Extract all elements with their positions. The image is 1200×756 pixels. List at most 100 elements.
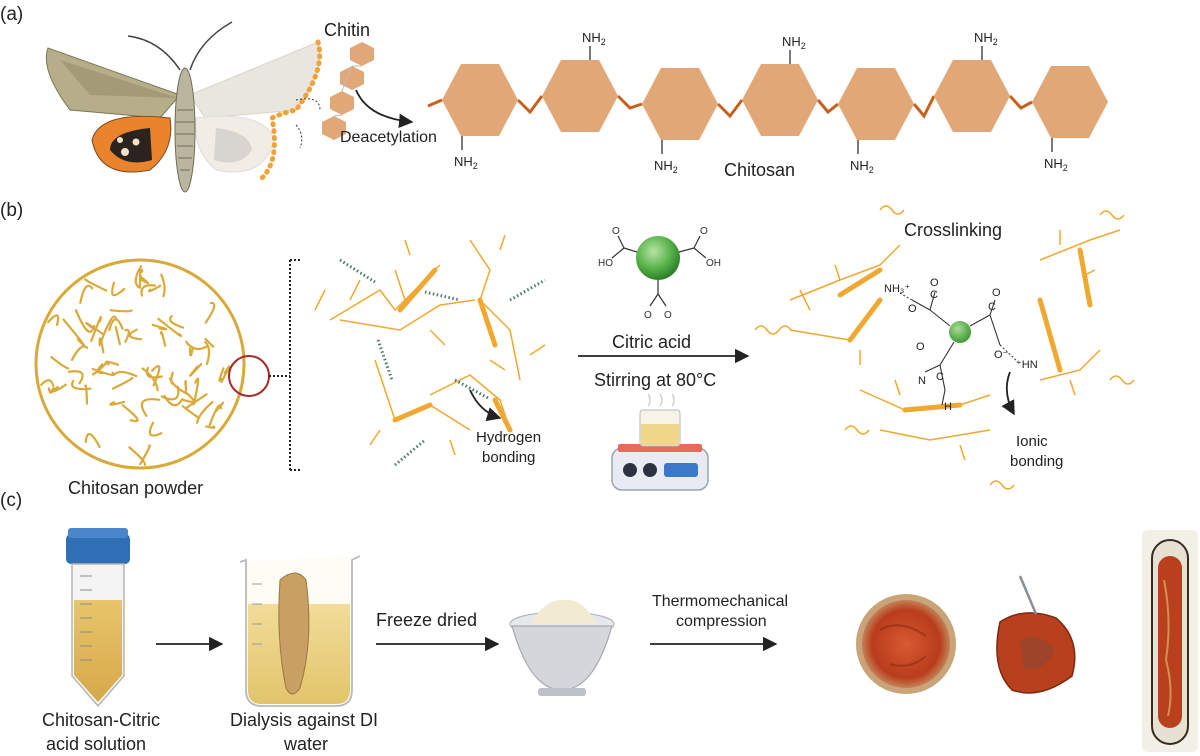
glycosidic-linker: [516, 95, 544, 115]
chitosan-ring: [542, 60, 618, 132]
crosslinking-label: Crosslinking: [904, 220, 1002, 240]
chitosan-fiber: [151, 323, 168, 331]
chitosan-fiber: [160, 273, 166, 298]
chitosan-fiber: [168, 315, 185, 329]
chitosan-fiber: [181, 405, 199, 418]
thermo-label-2: compression: [676, 613, 767, 630]
chitosan-fiber: [204, 301, 216, 324]
chitosan-ring: [838, 68, 914, 140]
chitosan-fiber: [84, 433, 101, 448]
chitosan-fiber: [50, 356, 70, 370]
chitosan-fiber: [47, 383, 67, 393]
glycosidic-linker: [912, 95, 936, 119]
chitosan-fiber: [138, 268, 144, 289]
citric-acid-molecule: O HO O OH O O: [598, 226, 721, 321]
o-label-4: O: [916, 341, 925, 353]
panel-label-b: (b): [0, 200, 23, 221]
hydrogen-bond-network: [314, 234, 546, 467]
chitosan-fiber: [49, 385, 59, 394]
powder-bowl: [509, 599, 615, 696]
powder-outline: [34, 258, 246, 470]
chitosan-fiber: [105, 360, 120, 366]
chitosan-fiber: [139, 275, 150, 285]
product-photo-strip: [1142, 530, 1198, 752]
chitosan-fiber: [208, 404, 223, 427]
amine-group-label: NH2: [850, 158, 874, 175]
product-photo-square: [996, 575, 1076, 694]
amine-group-label: NH2: [974, 30, 998, 47]
chitosan-fiber: [148, 284, 162, 293]
chitosan-fiber: [128, 328, 143, 341]
hot-plate-stirrer: [611, 393, 709, 491]
chitosan-fiber: [139, 444, 151, 466]
glycosidic-linker: [716, 99, 744, 119]
deacetylation-arrow: [355, 89, 414, 128]
chitosan-fiber: [109, 309, 133, 313]
freeze-dried-label: Freeze dried: [376, 610, 477, 630]
chitosan-label: Chitosan: [724, 160, 795, 180]
amine-group-label: NH2: [782, 34, 806, 51]
chitin-label: Chitin: [324, 20, 370, 40]
chitosan-fiber: [157, 317, 183, 338]
chitosan-fiber: [79, 284, 94, 304]
ca-o3: O: [644, 310, 652, 321]
chitosan-ring: [742, 64, 818, 136]
chitosan-ring: [934, 60, 1010, 132]
chitosan-fiber: [100, 315, 118, 342]
chitosan-fiber: [124, 328, 130, 343]
ca-oh: OH: [706, 258, 721, 269]
product-photo-disk: [856, 594, 956, 694]
chitosan-fiber: [114, 325, 121, 346]
chitosan-fiber: [134, 265, 143, 289]
chitosan-fiber: [70, 345, 89, 361]
chitosan-fiber: [140, 398, 161, 417]
chitosan-fiber: [83, 278, 108, 292]
amine-group-label: NH2: [654, 158, 678, 175]
chitosan-fiber: [121, 404, 139, 423]
amine-group-label: NH2: [582, 30, 606, 47]
hydrogen-bonding-label-2: bonding: [482, 449, 535, 466]
dialysis-label-2: water: [283, 734, 328, 754]
n-label: N: [918, 375, 926, 387]
glycosidic-linker: [816, 99, 839, 115]
chitosan-fiber: [74, 309, 96, 333]
chitosan-fiber: [140, 284, 157, 297]
amine-group-label: NH2: [454, 154, 478, 171]
chitosan-fiber: [141, 367, 159, 392]
chitosan-fiber: [168, 377, 190, 396]
chitosan-ring: [1032, 66, 1108, 138]
chitosan-fiber: [189, 362, 203, 377]
o-label-3: O: [992, 287, 1001, 299]
solution-label-1: Chitosan-Citric: [42, 710, 160, 730]
chitosan-fiber: [185, 340, 208, 351]
solution-label-2: acid solution: [46, 734, 146, 754]
chitosan-fiber: [67, 370, 84, 385]
stirring-label: Stirring at 80°C: [594, 370, 716, 390]
zoom-bracket: [269, 259, 302, 471]
chitosan-fiber: [204, 341, 211, 366]
moth-illustration: [45, 21, 323, 193]
chitosan-fiber: [90, 316, 103, 343]
chitosan-fiber: [109, 400, 126, 406]
ionic-bond-arrow: [1001, 371, 1015, 416]
ionic-bonding-label-2: bonding: [1010, 453, 1063, 470]
chitosan-fiber: [98, 337, 105, 354]
chitosan-fiber: [184, 379, 188, 392]
zoom-circle: [228, 355, 270, 397]
ca-ho: HO: [598, 258, 613, 269]
chitosan-fiber: [91, 362, 107, 376]
o-minus-label: O⁻: [994, 349, 1009, 361]
chitosan-fiber: [163, 394, 183, 407]
deacetylation-label: Deacetylation: [340, 129, 437, 146]
c-label-2: C: [988, 301, 996, 313]
chitosan-fiber: [159, 330, 167, 347]
citric-acid-label: Citric acid: [612, 332, 691, 352]
chitosan-powder-label: Chitosan powder: [68, 478, 203, 498]
chitosan-powder-sphere: [34, 258, 246, 470]
h-label: H: [944, 401, 952, 413]
chitosan-fiber: [108, 318, 124, 331]
thermo-label-1: Thermomechanical: [652, 593, 788, 610]
hydrogen-bond-arrow: [469, 389, 502, 422]
